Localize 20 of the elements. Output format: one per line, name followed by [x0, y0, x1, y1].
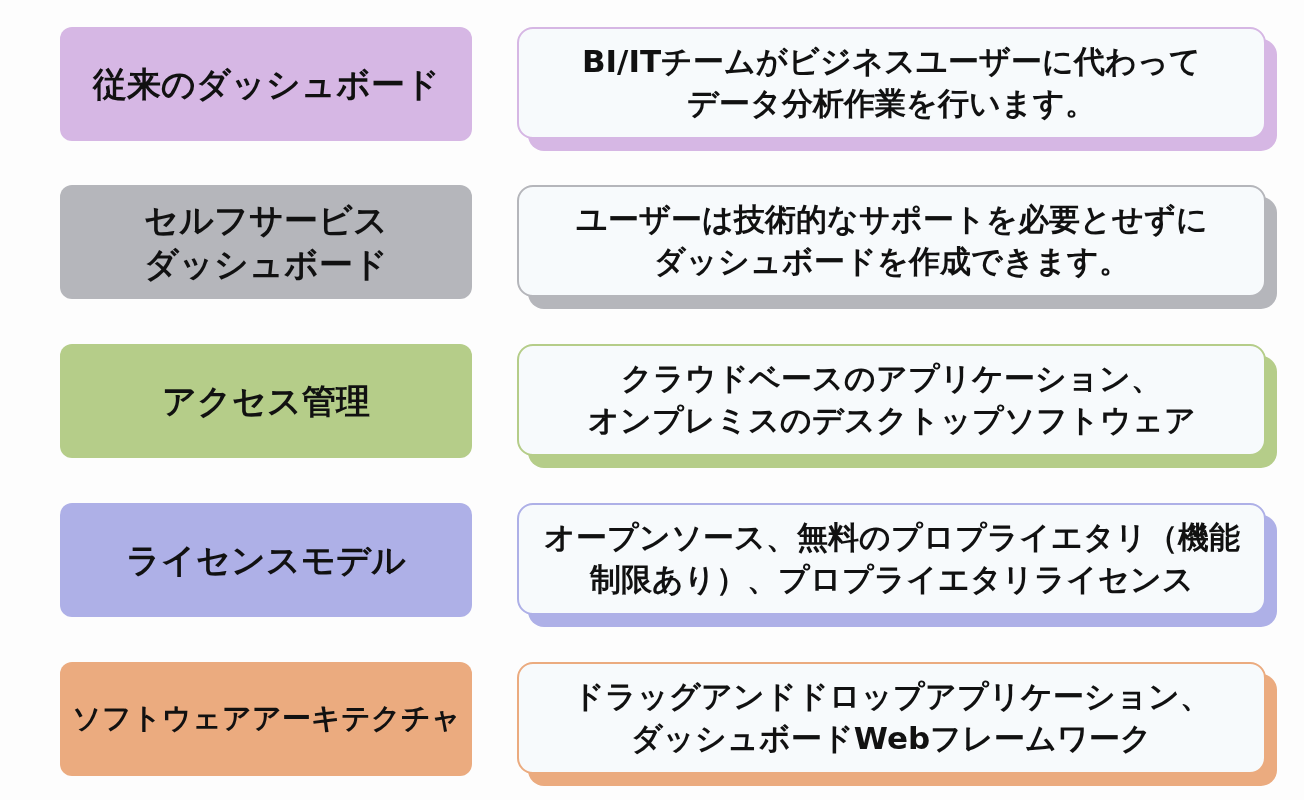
category-heading: ライセンスモデル — [126, 538, 406, 582]
category-heading: ソフトウェアアーキテクチャ — [71, 700, 461, 738]
description-card — [517, 185, 1277, 309]
category-heading: セルフサービスダッシュボード — [143, 198, 389, 286]
description-card — [517, 503, 1277, 627]
category-heading: アクセス管理 — [162, 379, 370, 423]
category-panel — [60, 344, 472, 458]
category-panel — [60, 662, 472, 776]
category-panel — [60, 503, 472, 617]
description-card — [517, 344, 1277, 468]
description-text: オープンソース、無料のプロプライエタリ（機能制限あり）、プロプライエタリライセンス — [542, 518, 1241, 599]
description-text: ドラッグアンドドロップアプリケーション、ダッシュボードWebフレームワーク — [571, 677, 1212, 758]
description-text: クラウドベースのアプリケーション、オンプレミスのデスクトップソフトウェア — [586, 359, 1197, 440]
category-heading: 従来のダッシュボード — [92, 62, 440, 106]
category-panel — [60, 27, 472, 141]
category-panel — [60, 185, 472, 299]
description-text: ユーザーは技術的なサポートを必要とせずにダッシュボードを作成できます。 — [574, 200, 1209, 281]
description-text: BI/ITチームがビジネスユーザーに代わってデータ分析作業を行います。 — [580, 42, 1203, 123]
description-card — [517, 662, 1277, 786]
description-card — [517, 27, 1277, 151]
